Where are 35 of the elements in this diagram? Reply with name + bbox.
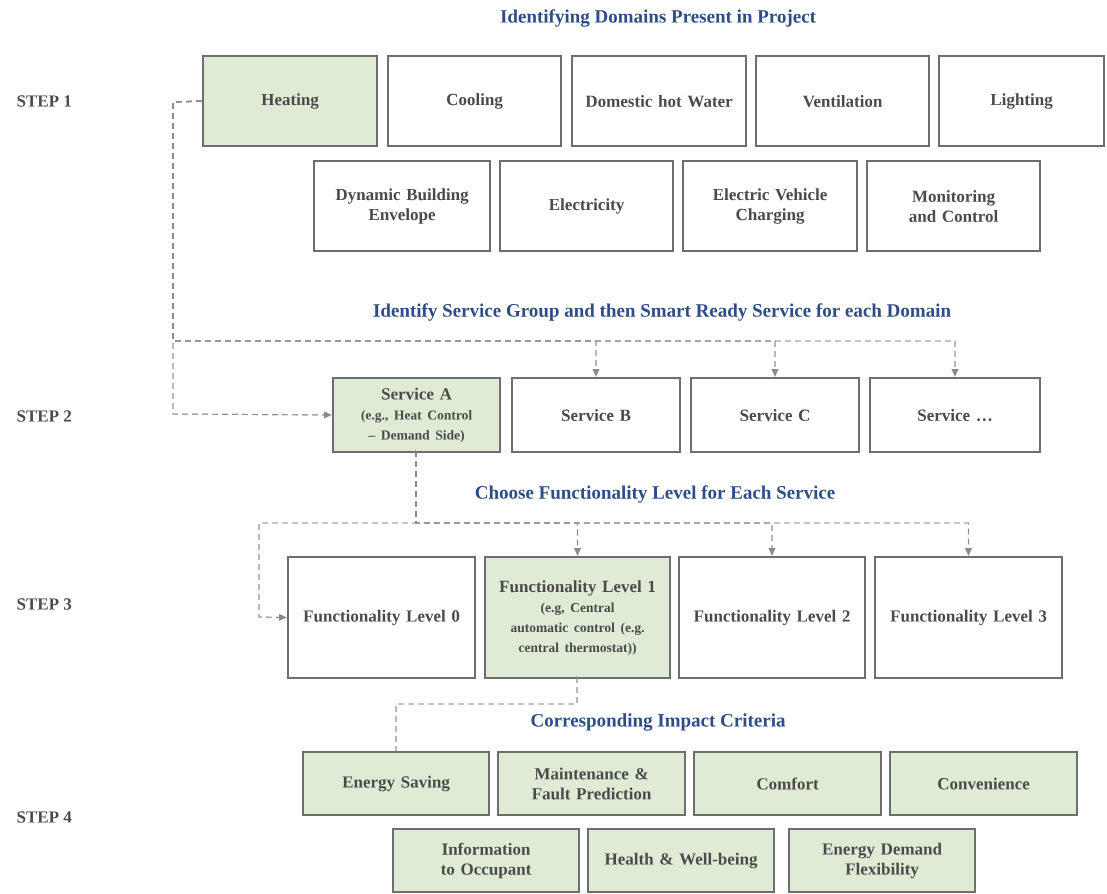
level-box: Functionality Level 0 xyxy=(287,556,476,679)
domain-box: Ventilation xyxy=(755,55,930,147)
domain-box: Dynamic Building Envelope xyxy=(313,160,491,252)
service-box: Service C xyxy=(690,377,860,453)
step-label: STEP 3 xyxy=(17,598,72,610)
service-box: Service A (e.g., Heat Control – Demand Side) xyxy=(332,377,501,453)
domain-box: Electricity xyxy=(499,160,674,252)
domain-box: Lighting xyxy=(938,55,1105,147)
domain-box: Cooling xyxy=(387,55,562,147)
dashed-line xyxy=(395,675,579,752)
step-label: STEP 2 xyxy=(17,410,72,422)
step-label: STEP 1 xyxy=(17,95,71,107)
domain-box: Heating xyxy=(202,55,378,147)
criterion-box: Maintenance & Fault Prediction xyxy=(497,751,686,816)
dashed-arrow xyxy=(415,449,973,556)
level-box: Functionality Level 2 xyxy=(678,556,866,679)
criterion-box: Energy Saving xyxy=(302,751,490,816)
service-box: Service B xyxy=(511,377,681,453)
domain-box: Monitoring and Control xyxy=(866,160,1041,252)
domain-box: Domestic hot Water xyxy=(571,55,747,147)
criterion-box: Comfort xyxy=(693,751,882,816)
service-box: Service … xyxy=(869,377,1041,453)
section-heading: Identify Service Group and then Smart Ready Service for each Domain xyxy=(373,303,951,321)
level-box: Functionality Level 3 xyxy=(874,556,1063,679)
level-box: Functionality Level 1 (e.g, Central automatic control (e.g. central thermostat)) xyxy=(484,556,671,679)
criterion-box: Health & Well-being xyxy=(587,828,775,893)
section-heading: Corresponding Impact Criteria xyxy=(531,713,786,731)
criterion-box: Convenience xyxy=(889,751,1078,816)
criterion-box: Information to Occupant xyxy=(392,828,580,893)
domain-box: Electric Vehicle Charging xyxy=(682,160,858,252)
step-label: STEP 4 xyxy=(17,811,72,823)
section-heading: Choose Functionality Level for Each Service xyxy=(475,485,835,503)
title: Identifying Domains Present in Project xyxy=(500,9,816,27)
criterion-box: Energy Demand Flexibility xyxy=(788,828,976,893)
dashed-arrow xyxy=(172,100,959,377)
